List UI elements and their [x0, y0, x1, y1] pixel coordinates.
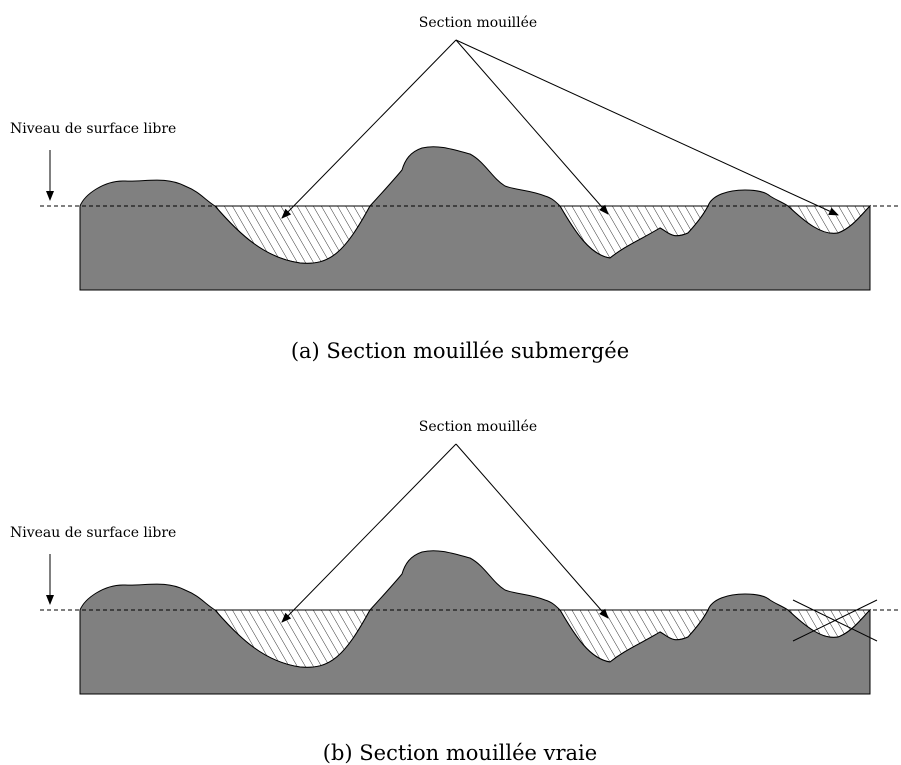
callout-arrow-3: [455, 39, 839, 216]
panel-b: Niveau de surface libre Section mouillée…: [10, 419, 901, 765]
callout-label: Section mouillée: [419, 419, 537, 435]
callout-arrows: [281, 443, 609, 623]
terrain: [79, 146, 871, 291]
terrain: [79, 550, 871, 695]
callout-arrow-2: [455, 39, 609, 215]
water-label: Niveau de surface libre: [10, 525, 176, 541]
callout-arrows: [281, 39, 839, 219]
water-label: Niveau de surface libre: [10, 121, 176, 137]
panel-a: Niveau de surface libre Section mouillée…: [10, 15, 901, 363]
wetted-sections: [213, 205, 872, 264]
callout-arrow-1: [281, 39, 457, 219]
caption-b: (b) Section mouillée vraie: [323, 741, 597, 765]
callout-label: Section mouillée: [419, 15, 537, 31]
cross-out-mark: [792, 599, 878, 642]
caption-a: (a) Section mouillée submergée: [291, 339, 629, 363]
callout-arrow-1: [281, 443, 457, 623]
callout-arrow-2: [455, 443, 609, 619]
